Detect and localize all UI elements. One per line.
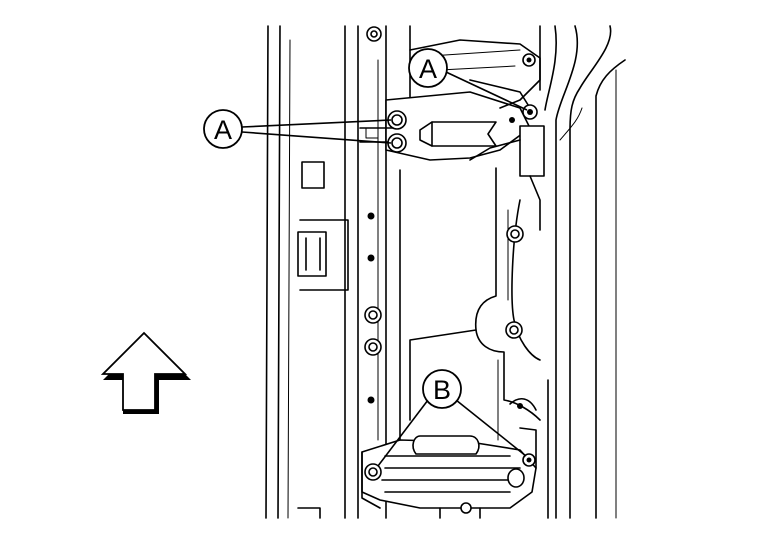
leader-a-left-1 [241, 119, 392, 128]
callout-b-label: B [433, 375, 451, 405]
door-panel-outline [265, 25, 387, 519]
bolt-icon [522, 53, 536, 67]
bolt-icon [522, 453, 536, 467]
bolt-icon [506, 225, 524, 243]
up-arrow-icon [100, 331, 191, 414]
body-pillar [409, 25, 626, 519]
callout-b: B [422, 369, 462, 409]
bolt-icon [387, 110, 407, 130]
lower-hinge [361, 427, 537, 519]
leader-a-left-2 [241, 131, 392, 144]
upper-hinge [359, 39, 545, 231]
leader-b-2 [455, 399, 527, 457]
bolt-icon [387, 133, 407, 153]
callout-a-left: A [203, 109, 243, 149]
bolt-icon [364, 338, 382, 356]
bolt-icon [364, 306, 382, 324]
inner-panel [399, 167, 541, 441]
bolt-icon [366, 26, 382, 42]
leader-b-1 [377, 399, 429, 467]
bolt-icon [522, 104, 538, 120]
callout-a-upper-label: A [419, 54, 437, 84]
callout-a-upper: A [408, 48, 448, 88]
bolt-icon [505, 321, 523, 339]
bolt-icon [364, 463, 382, 481]
leader-a-upper [445, 71, 528, 111]
pillar-holes [367, 117, 523, 409]
callout-a-left-label: A [214, 115, 232, 145]
